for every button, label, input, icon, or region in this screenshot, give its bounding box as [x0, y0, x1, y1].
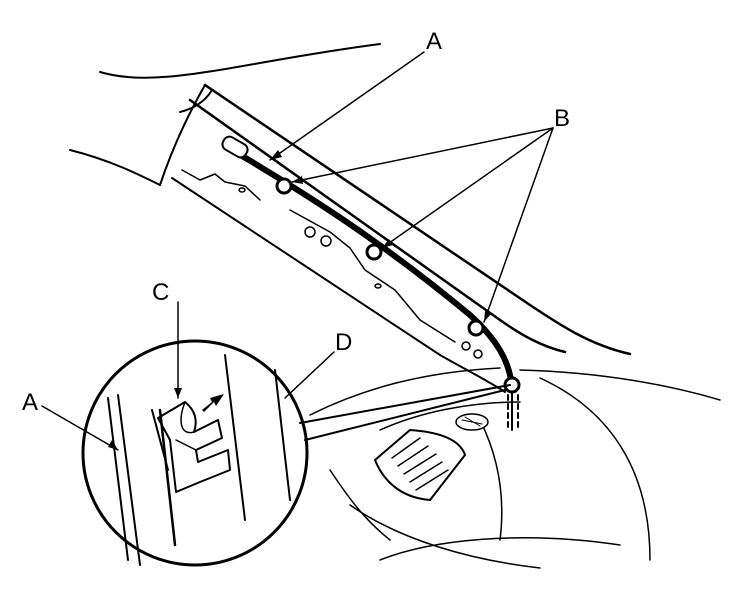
a-pillar	[159, 83, 632, 393]
callout-c: C	[152, 279, 169, 306]
clip-2	[365, 243, 383, 261]
air-vent	[374, 413, 489, 501]
clip-1	[275, 177, 293, 195]
dashboard	[309, 367, 721, 569]
callout-a-top: A	[426, 28, 442, 55]
direction-arrow	[202, 394, 224, 412]
harness-connector	[221, 135, 249, 159]
callout-d: D	[335, 329, 352, 356]
clip-3	[467, 319, 485, 337]
callout-b: B	[554, 105, 570, 132]
roof-outline	[69, 43, 381, 186]
detail-inset	[81, 339, 309, 567]
clip-detail	[157, 401, 231, 493]
inset-leader-lines	[299, 384, 511, 441]
callout-leaders	[41, 51, 554, 451]
callout-a-left: A	[22, 389, 38, 416]
